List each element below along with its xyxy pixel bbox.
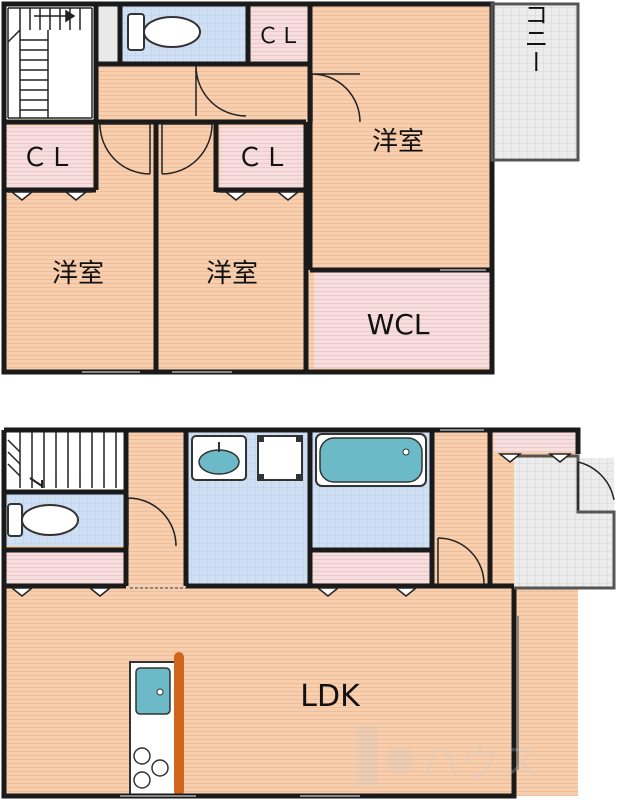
upper-doors xyxy=(99,65,361,175)
stairs-upper-icon xyxy=(7,7,93,119)
room-label-closet-top: ＣＬ xyxy=(257,24,301,49)
upper-floor: ＣＬ ＣＬ ＣＬ 洋室 洋室 洋室 WCL バルコニー xyxy=(1,0,580,375)
lower-fold-marks xyxy=(9,453,573,597)
storage-mid-floor xyxy=(312,552,430,586)
balcony-frame xyxy=(490,2,580,162)
sink-icon xyxy=(135,667,171,715)
stairwell-lower xyxy=(4,430,124,490)
entrance-floor xyxy=(514,458,614,588)
lower-doors xyxy=(127,461,615,585)
stairs-lower-icon xyxy=(7,432,117,488)
washbasin-icon xyxy=(191,435,247,481)
toilet-upper-icon xyxy=(127,13,201,51)
room-label-western-left: 洋室 xyxy=(52,259,104,289)
watermark-logo: ハウス xyxy=(356,726,540,786)
stove-icon xyxy=(133,747,169,789)
storage-right-floor xyxy=(494,432,576,452)
closet-fold-marks xyxy=(8,191,304,201)
room-label-western-right: 洋室 xyxy=(372,127,424,157)
room-label-balcony: バルコニー xyxy=(520,0,548,74)
closet-center-floor xyxy=(220,126,306,190)
bathtub-icon xyxy=(315,433,427,487)
lower-floor: ハウス LDK xyxy=(1,427,616,799)
upper-walls xyxy=(1,1,495,375)
lower-windows xyxy=(120,429,519,797)
closet-left-floor xyxy=(6,126,92,190)
closet-top-floor xyxy=(250,6,308,64)
wcl-floor xyxy=(314,272,490,368)
room-label-closet-center: ＣＬ xyxy=(237,143,289,173)
kitchen-partition xyxy=(174,652,184,796)
lower-walls xyxy=(1,427,581,799)
toilet-lower-icon xyxy=(7,503,79,537)
washing-machine-icon xyxy=(257,435,303,481)
upper-windows xyxy=(82,269,486,373)
room-label-closet-left: ＣＬ xyxy=(22,143,74,173)
room-label-ldk: LDK xyxy=(300,679,361,714)
room-label-western-center: 洋室 xyxy=(206,259,258,289)
storage-left-floor xyxy=(6,552,124,586)
room-label-wcl: WCL xyxy=(367,308,430,341)
balcony-floor xyxy=(494,6,578,158)
watermark-text: ハウス xyxy=(420,740,540,786)
balcony-gap xyxy=(96,6,120,62)
